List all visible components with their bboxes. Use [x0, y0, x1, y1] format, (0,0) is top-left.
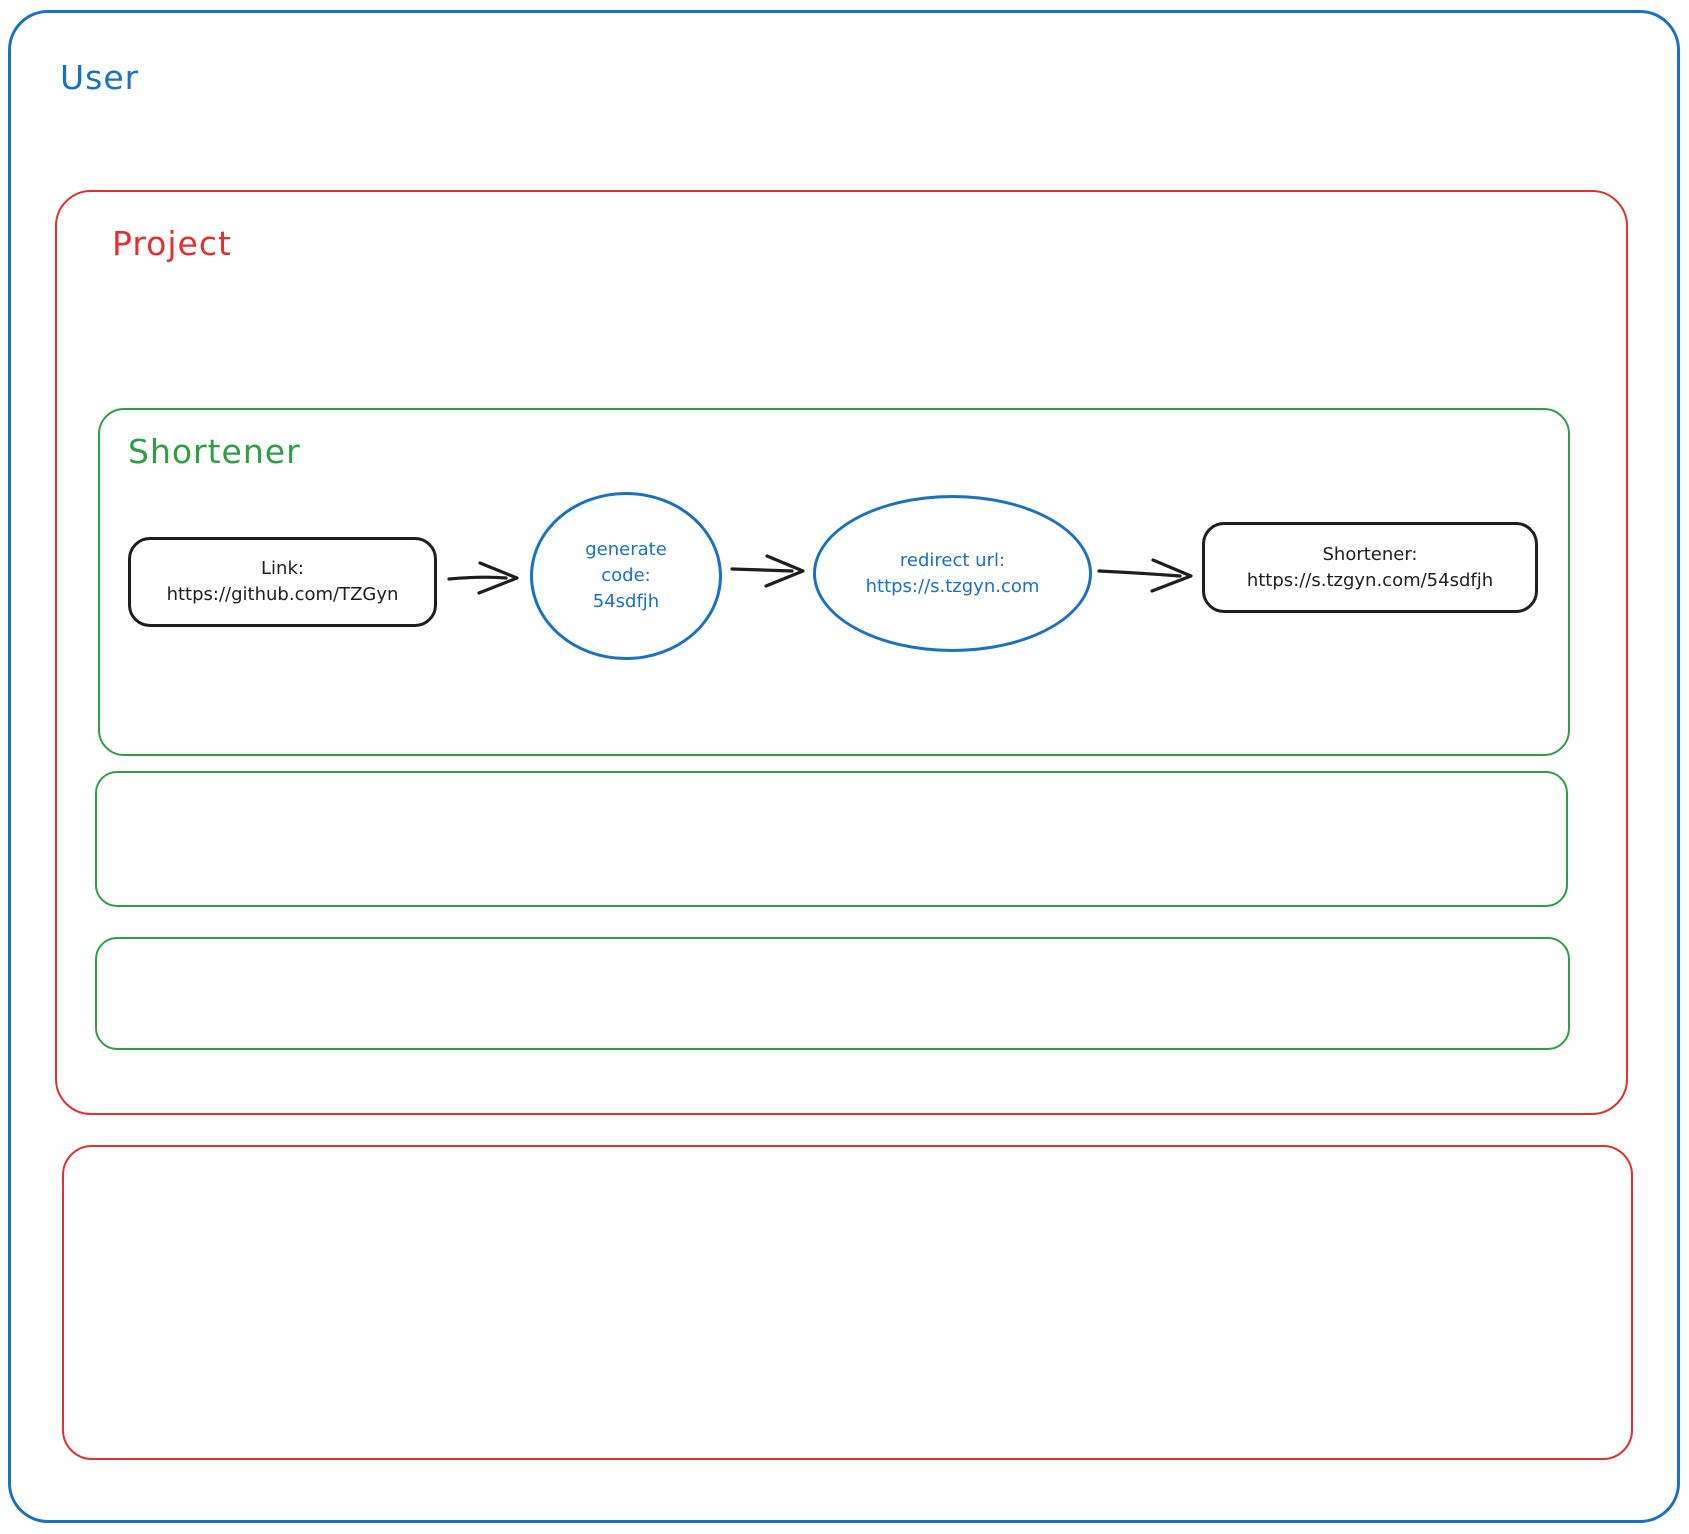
- generate-node-line1: generate: [585, 539, 667, 560]
- shortener-result-node: Shortener: https://s.tzgyn.com/54sdfjh: [1202, 522, 1538, 613]
- generate-code-node: generate code: 54sdfjh: [530, 492, 722, 660]
- redirect-node-url: https://s.tzgyn.com: [865, 575, 1040, 597]
- result-node-url: https://s.tzgyn.com/54sdfjh: [1246, 569, 1494, 591]
- redirect-url-node: redirect url: https://s.tzgyn.com: [813, 495, 1092, 652]
- user-container-box: [8, 10, 1680, 1523]
- redirect-node-title: redirect url:: [899, 549, 1006, 571]
- generate-node-line2: code:: [601, 565, 651, 586]
- link-node-url: https://github.com/TZGyn: [166, 584, 399, 605]
- shortener-container-box: [98, 408, 1570, 756]
- empty-green-box-2: [95, 937, 1570, 1050]
- link-node-title: Link:: [261, 558, 304, 579]
- link-node: Link: https://github.com/TZGyn: [128, 537, 437, 627]
- user-container-label: User: [60, 58, 140, 97]
- result-node-title: Shortener:: [1322, 543, 1418, 565]
- project-container-label: Project: [112, 224, 232, 263]
- project-container-box: [55, 190, 1628, 1115]
- empty-red-box: [62, 1145, 1633, 1460]
- empty-green-box-1: [95, 771, 1568, 907]
- generate-node-code: 54sdfjh: [592, 591, 660, 612]
- shortener-container-label: Shortener: [128, 432, 301, 471]
